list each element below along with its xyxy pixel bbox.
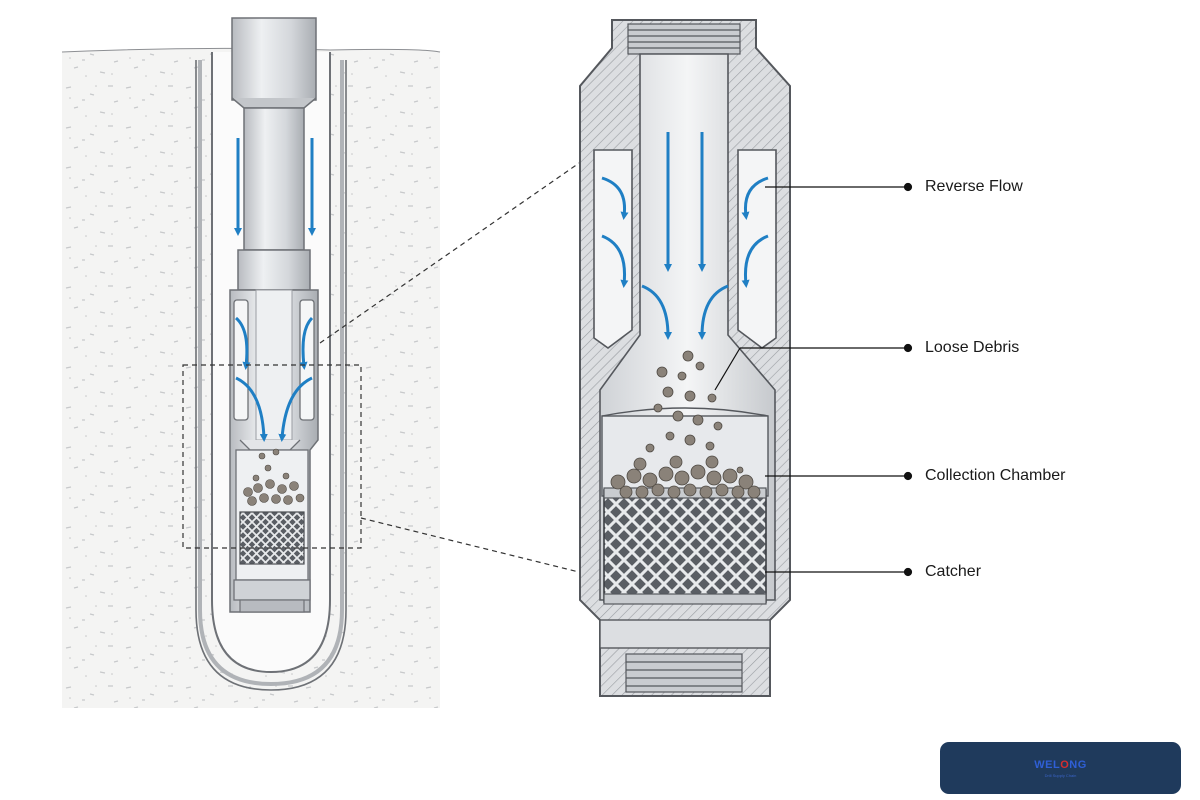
wellbore-overview [61,17,441,708]
callout-collection-chamber: Collection Chamber [925,467,1066,484]
flow-arrows-overview [234,138,316,442]
zoom-leader-lines [319,151,596,577]
callout-leaders [714,182,913,577]
loose-debris-particles [645,350,744,474]
debris-overview [243,448,305,506]
callout-loose-debris: Loose Debris [925,339,1020,356]
reverse-flow-arrows [601,132,769,340]
callout-catcher: Catcher [925,563,982,580]
bottom-thread [625,653,743,693]
brand-logo-wordmark: WELONG [1034,759,1087,771]
catcher-basket [603,489,767,603]
catcher-mesh-overview [239,511,305,565]
brand-logo: WELONG Drill Supply Chain [940,742,1181,794]
right-flow-channel [737,149,777,349]
callout-reverse-flow: Reverse Flow [925,178,1023,195]
collected-debris-pile [610,455,761,499]
tool-cutaway-detail [579,19,791,697]
left-flow-channel [593,149,633,349]
drill-pipe [231,17,317,101]
top-thread [627,23,741,55]
brand-logo-tagline: Drill Supply Chain [1044,773,1077,778]
zoom-region-box [182,364,362,549]
